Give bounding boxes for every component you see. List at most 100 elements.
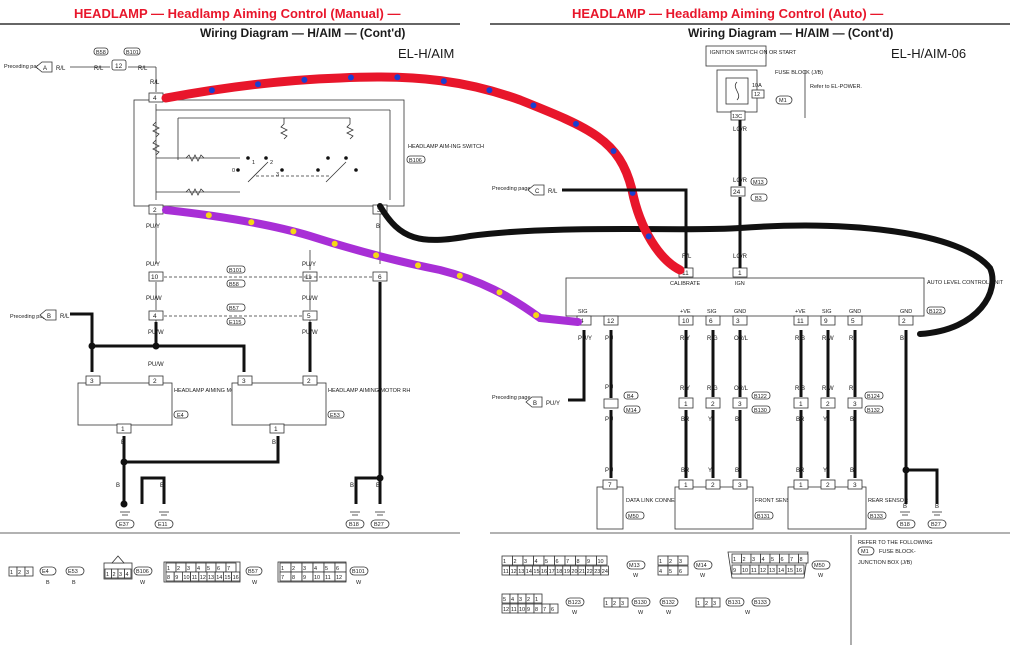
data-link-connector	[596, 486, 624, 530]
legend-color: W	[638, 610, 644, 616]
unit-pin-number: 12	[607, 318, 615, 325]
legend-ref: B130	[634, 600, 647, 606]
legend-pin-number: 5	[503, 597, 506, 603]
ground-b27-right: B27	[931, 522, 941, 528]
right-preceding-b: Preceding page	[492, 395, 531, 401]
legend-color: W	[700, 573, 706, 579]
rear-sensor-ref: B133	[870, 514, 883, 520]
legend-pin-number: 4	[511, 597, 514, 603]
ground-b18-left: B18	[349, 522, 359, 528]
legend-ref-tag	[631, 597, 651, 607]
legend-pin-number: 2	[113, 572, 116, 578]
legend-pin-number: 13	[518, 569, 524, 575]
joint-pin-box	[793, 397, 809, 409]
motor-lh-pin-2: 2	[153, 378, 157, 385]
switch-pos-1: 1	[252, 160, 255, 166]
auto-level-control-unit	[565, 277, 925, 317]
note-item: FUSE BLOCK-	[879, 549, 916, 555]
b4-wire-bottom: PU	[605, 417, 613, 423]
unit-pin-label: +VE	[795, 309, 806, 315]
legend-ref: M14	[696, 563, 707, 569]
legend-pin-number: 14	[526, 569, 532, 575]
red-path-dots	[208, 74, 652, 240]
joint-wire-top: R	[849, 386, 854, 392]
b4-ref: B4	[627, 394, 634, 400]
switch-ref: B106	[409, 158, 422, 164]
unit-pin-number: 6	[709, 318, 713, 325]
legend-ref-tag	[565, 597, 585, 607]
legend-pin-number: 10	[598, 559, 604, 565]
legend-color: W	[633, 573, 639, 579]
legend-pin-number: 9	[587, 559, 590, 565]
joint1-ref-2: B58	[229, 282, 239, 288]
legend-pin-number: 23	[594, 569, 600, 575]
wire-b-3: B	[272, 440, 276, 446]
note-text: REFER TO THE FOLLOWING	[858, 540, 933, 546]
legend-pin-number: 5	[207, 566, 210, 572]
top-wire-label-right: R/L	[138, 66, 148, 72]
sensor-pin: 1	[684, 482, 688, 489]
sensor-pin-box	[820, 479, 836, 490]
legend-pin-number: 8	[577, 559, 580, 565]
dlc-wire: PU	[605, 468, 613, 474]
legend-ref-tag	[626, 560, 646, 570]
note-item-2: JUNCTION BOX (J/B)	[858, 560, 912, 566]
legend-pin-number: 10	[183, 575, 189, 581]
red-highlight-path	[161, 72, 685, 275]
legend-pin-cell	[600, 565, 609, 576]
dlc-name: DATA LINK CONNECTOR	[626, 498, 690, 504]
top-connector	[111, 59, 127, 71]
legend-pin-number: 2	[177, 566, 180, 572]
legend-pin-number: 12	[760, 568, 766, 574]
legend-pin-number: 2	[292, 566, 295, 572]
top-wire-label-left: R/L	[94, 66, 104, 72]
motor-lh	[77, 382, 173, 426]
wire-puy-1: PU/Y	[146, 224, 160, 230]
right-connector-b-letter: B	[533, 401, 537, 407]
legend-color: W	[818, 573, 824, 579]
legend-pin-number: 9	[175, 575, 178, 581]
legend-pin-number: 15	[533, 569, 539, 575]
legend-pin-number: 5	[669, 569, 672, 575]
legend-ref-tag	[811, 560, 831, 570]
legend-pin-number: 3	[524, 559, 527, 565]
legend-pin-number: 3	[713, 601, 716, 607]
sensor-wire-label: B	[735, 468, 739, 474]
ignition-switch-text: IGNITION SWITCH ON OR START	[710, 50, 797, 56]
legend-pin-number: 2	[705, 601, 708, 607]
legend-pin-number: 15	[224, 575, 230, 581]
motor-lh-pin-1: 1	[121, 426, 125, 433]
fuse-block-ref: M1	[779, 98, 787, 104]
rear-joint-ref-1: B124	[867, 394, 880, 400]
front-joint-ref-1: B122	[754, 394, 767, 400]
m14-ref: M14	[626, 408, 637, 414]
highlight-dot	[440, 78, 447, 85]
right-page: HEADLAMP — Headlamp Aiming Control (Auto…	[490, 6, 1010, 645]
legend-pin-number: 3	[303, 566, 306, 572]
joint1-pin-c: 6	[378, 274, 382, 281]
highlight-dot	[208, 87, 215, 94]
legend-pin-number: 11	[192, 575, 198, 581]
legend-pin-cell	[677, 555, 689, 566]
unit-pin-label: SIG	[822, 309, 831, 315]
legend-pin-number: 6	[551, 607, 554, 613]
unit-pin-box	[603, 315, 619, 326]
legend-color: W	[252, 580, 258, 586]
switch-internals: 0 1 2 3	[152, 104, 391, 200]
unit-pin-wire: R	[849, 336, 854, 342]
unit-calibrate: CALIBRATE	[670, 281, 700, 287]
legend-pin-number: 8	[167, 575, 170, 581]
highlight-dot	[530, 102, 537, 109]
legend-pin-number: 1	[106, 572, 109, 578]
legend-ref-tag	[133, 566, 153, 576]
highlight-dot	[347, 74, 354, 81]
switch-pos-0: 0	[232, 168, 235, 174]
legend-pin-number: 1	[697, 601, 700, 607]
legend-ref: B101	[352, 569, 365, 575]
legend-pin-number: 11	[325, 575, 331, 581]
